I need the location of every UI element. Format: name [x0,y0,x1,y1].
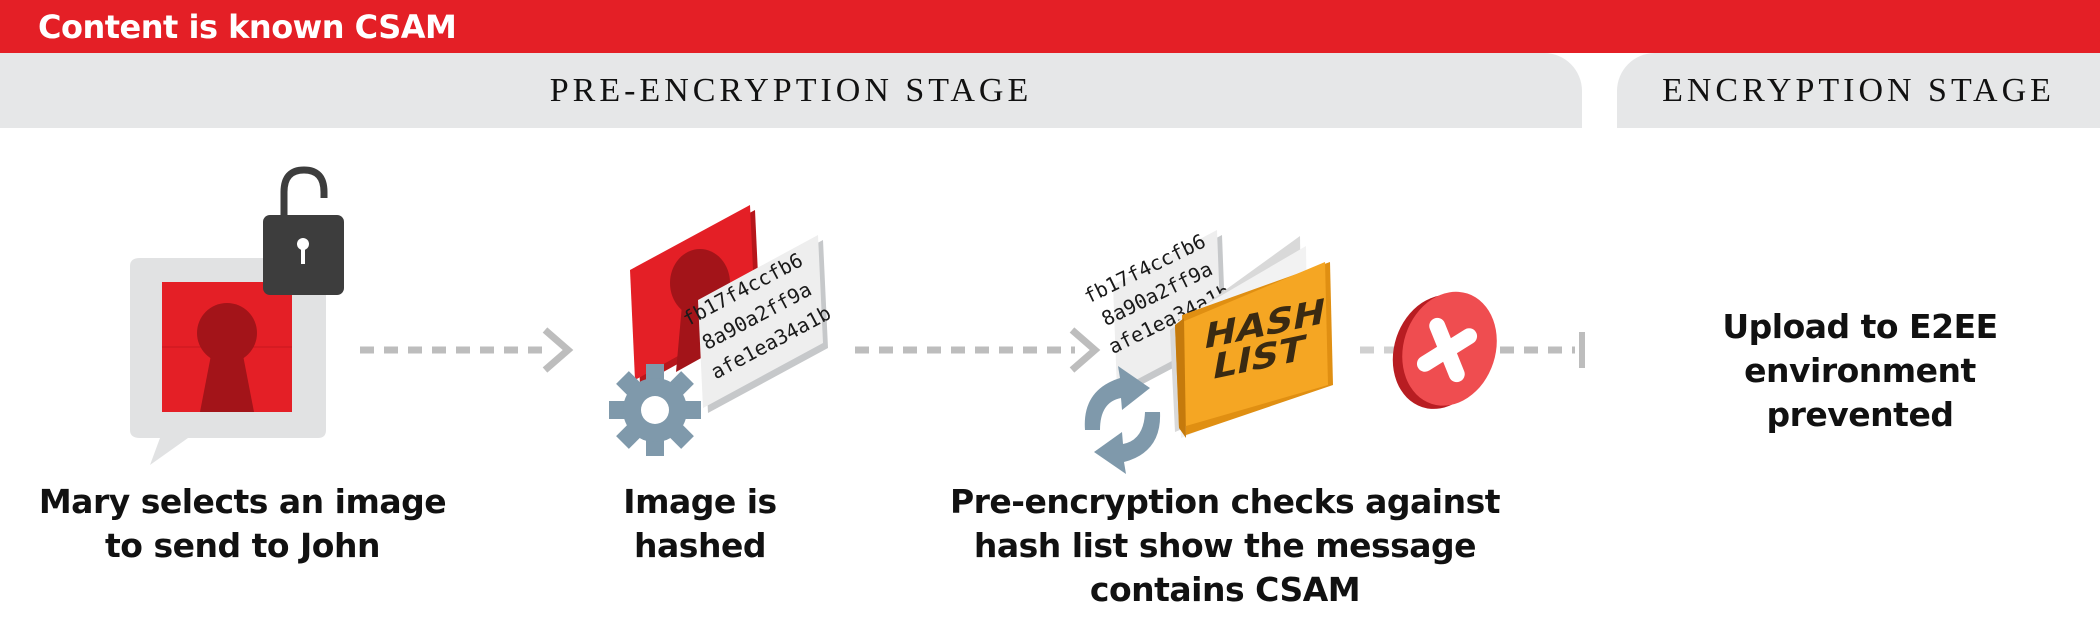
step-caption-select-image: Mary selects an image to send to John [38,482,447,565]
banner: Content is known CSAM [0,0,2100,53]
step-caption-upload-prevented: Upload to E2EE environment prevented [1722,307,1998,434]
step-caption-hashed: Image is hashed [623,482,777,565]
chat-image-icon [130,258,326,465]
unlocked-padlock-icon [263,166,344,295]
sync-arrows-icon [1084,366,1161,474]
hashed-image-icon: fb17f4ccfb6 8a90a2ff9a afe1ea34a1b [630,205,835,413]
pre-encryption-stage-header: PRE-ENCRYPTION STAGE [0,53,1582,128]
step-caption-hash-check: Pre-encryption checks against hash list … [949,482,1501,609]
gear-icon [609,364,701,456]
blocked-x-icon [1392,291,1497,409]
flow-arrow [1360,332,1585,368]
banner-title: Content is known CSAM [38,8,457,46]
hash-list-folder-icon: HASH LIST [1170,236,1333,438]
encryption-stage-header: ENCRYPTION STAGE [1617,53,2100,128]
flow-arrow [360,327,574,373]
flow-arrow [855,327,1101,373]
